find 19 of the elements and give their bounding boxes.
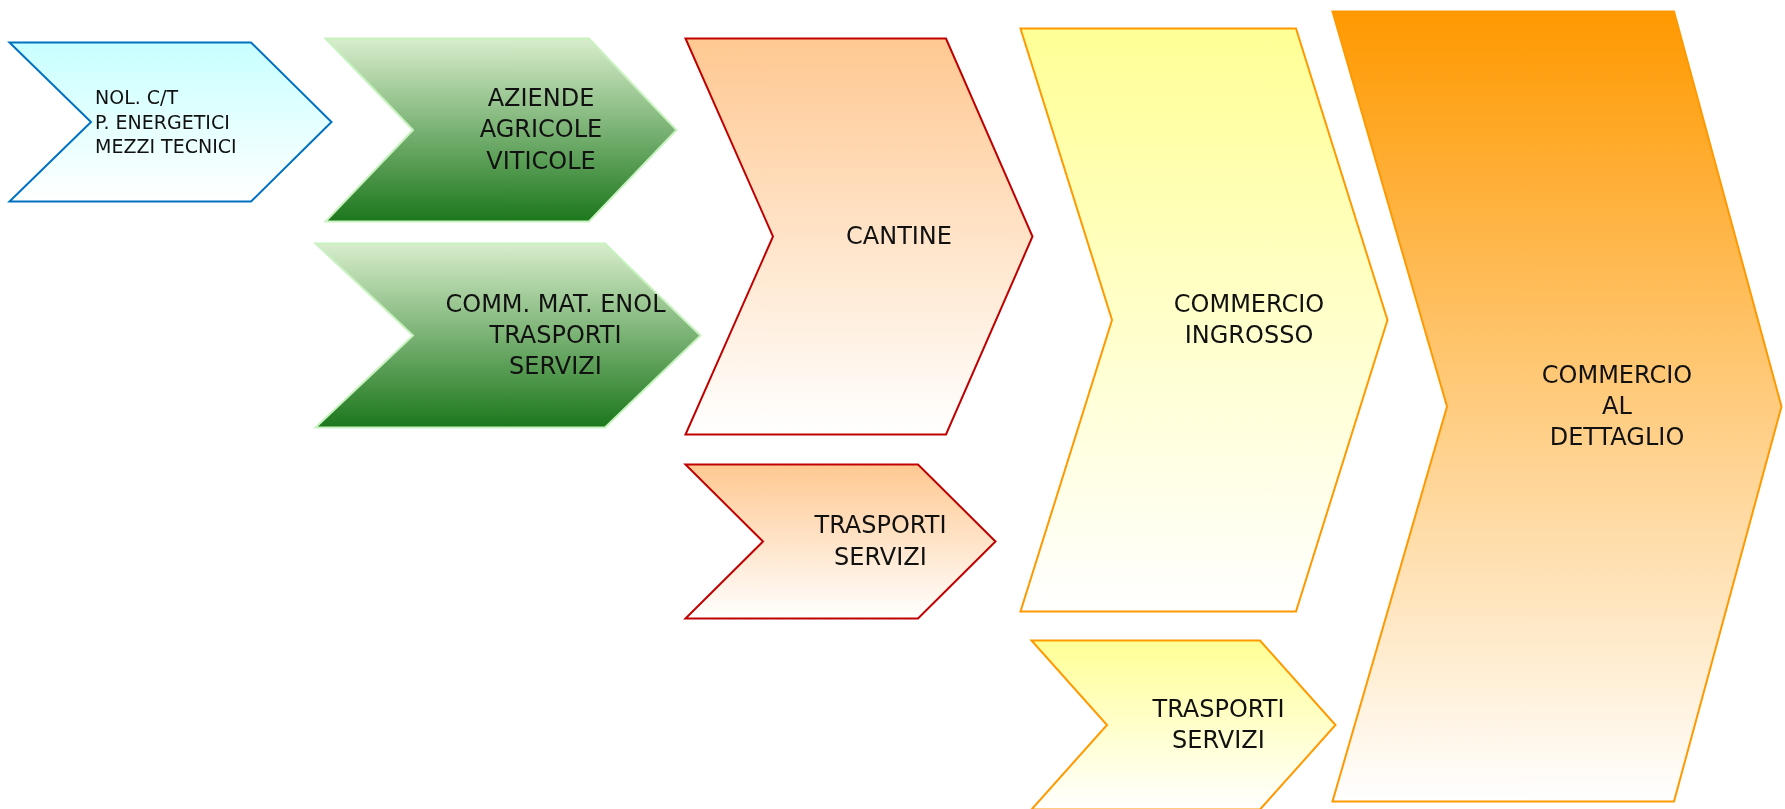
chevron-shape (685, 464, 996, 619)
chevron-shape (1020, 28, 1388, 612)
node-text: AZIENDE AGRICOLE VITICOLE (479, 83, 603, 177)
chevron-shape (315, 243, 701, 428)
chevron-shape (325, 38, 677, 222)
node-text: P. ENERGETICI (95, 109, 230, 135)
node-text: COMMERCIO INGROSSO (1173, 288, 1325, 351)
node-text: TRASPORTI SERVIZI (1152, 693, 1285, 756)
node-text: NOL. C/T (95, 84, 179, 110)
node-text: CANTINE (846, 220, 952, 252)
chevron-shape (9, 42, 332, 202)
chevron-shape (1031, 640, 1336, 809)
node-text: MEZZI TECNICI (95, 134, 237, 160)
node-text: COMMERCIO AL DETTAGLIO (1541, 359, 1693, 454)
node-text: TRASPORTI SERVIZI (814, 510, 947, 573)
chevron-shape (685, 38, 1033, 435)
chevron-shape (1332, 11, 1782, 802)
node-text: COMM. MAT. ENOL (445, 288, 666, 320)
node-text: TRASPORTI SERVIZI (489, 319, 622, 383)
